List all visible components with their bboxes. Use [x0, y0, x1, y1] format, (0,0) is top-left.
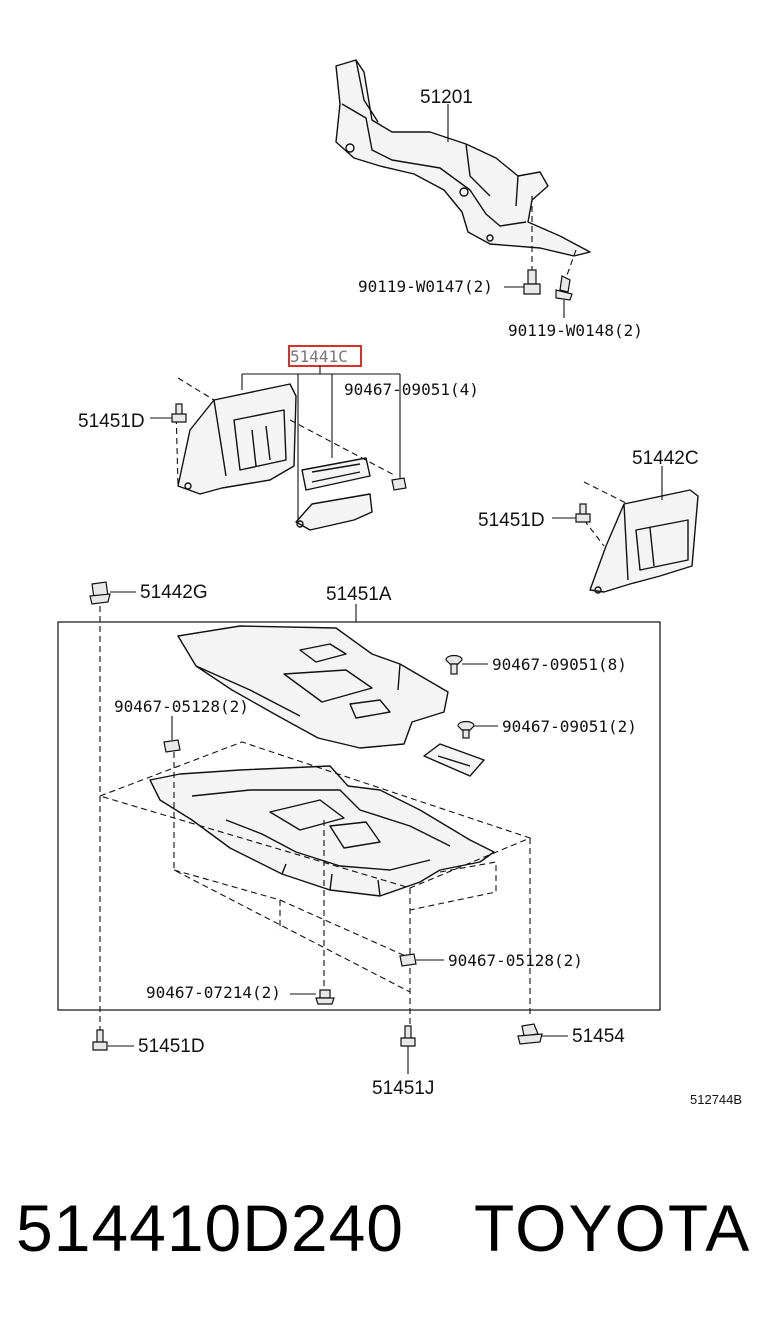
clip-51454 [517, 1023, 543, 1045]
label-90467-09051-8: 90467-09051(8) [492, 655, 627, 674]
label-51442c: 51442C [632, 448, 699, 469]
plate-part [295, 493, 373, 531]
lower-undercover-part [149, 765, 495, 897]
upper-undercover-part [177, 625, 449, 749]
label-90467-05128-bottom: 90467-05128(2) [448, 951, 583, 970]
label-90467-09051-4: 90467-09051(4) [344, 380, 479, 399]
footer: 514410D240 TOYOTA [0, 1190, 760, 1280]
label-90467-05128-left: 90467-05128(2) [114, 697, 249, 716]
label-51451d-mid: 51451D [478, 510, 545, 531]
label-90119-w0148: 90119-W0148(2) [508, 321, 643, 340]
label-51451d-bottom: 51451D [138, 1036, 205, 1057]
small-plate-part [423, 743, 485, 777]
label-90467-09051-2: 90467-09051(2) [502, 717, 637, 736]
label-51442g: 51442G [140, 582, 208, 603]
bolt-90119-w0147 [523, 269, 541, 295]
group-frame [57, 621, 661, 1011]
clip-90467-09051-2 [457, 720, 475, 739]
bolt-90119-w0148 [555, 275, 573, 301]
label-90119-w0147: 90119-W0147(2) [358, 277, 493, 296]
bracket-part [301, 457, 371, 491]
highlight-box [288, 345, 362, 367]
clip-90467-07214 [315, 989, 335, 1005]
nut-90467-05128-bottom [399, 953, 417, 967]
bolt-51451d-bottom [92, 1029, 108, 1051]
label-90467-07214: 90467-07214(2) [146, 983, 281, 1002]
label-51201: 51201 [420, 87, 473, 108]
label-51454: 51454 [572, 1026, 625, 1047]
clip-90467-09051-8 [445, 654, 463, 675]
crossmember-part [335, 59, 591, 257]
clip-51442g [89, 581, 111, 605]
nut-90467-05128-left [163, 739, 181, 753]
left-side-cover-part [177, 383, 297, 495]
bolt-51451j [400, 1025, 416, 1047]
right-side-cover-part [589, 489, 699, 594]
parts-diagram: 51201 90119-W0147(2) 90119-W0148(2) 5144… [57, 59, 742, 1107]
clip-90467-09051-4 [391, 477, 407, 491]
label-51451j: 51451J [372, 1078, 434, 1099]
part-number: 514410D240 [16, 1191, 405, 1265]
label-51451d-top: 51451D [78, 411, 145, 432]
diagram-code: 512744B [690, 1092, 742, 1107]
label-51451a: 51451A [326, 584, 392, 605]
brand-name: TOYOTA [474, 1191, 752, 1265]
label-51441c: 51441C [290, 347, 348, 366]
bolt-51451d-top [171, 403, 187, 423]
bolt-51451d-mid [575, 503, 591, 523]
